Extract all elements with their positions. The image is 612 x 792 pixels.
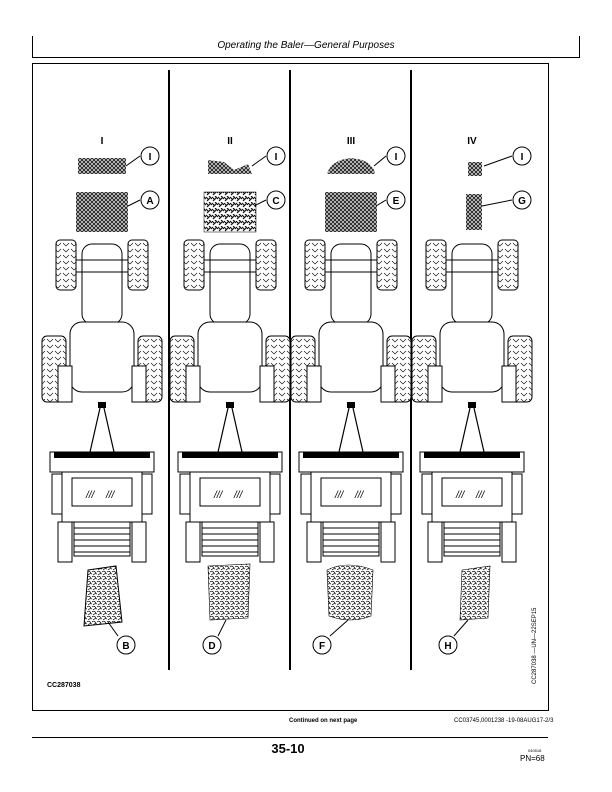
callout-i-col2: I [251,146,286,167]
column-label-iii: III [347,136,356,147]
callout-i-col3: I [373,146,406,167]
callout-h: H [438,619,469,655]
figure-frame [32,63,549,711]
callout-e: E [375,190,406,210]
svg-text:E: E [393,196,400,207]
small-code: 040518 [528,748,542,753]
svg-text:F: F [319,641,325,652]
svg-text:B: B [122,641,129,652]
callout-i-col4: I [483,146,532,167]
column-label-ii: II [227,136,233,147]
baler-operation-figure: /// /// [41,70,533,670]
callout-a: A [127,190,160,210]
figure-side-id: CC287038 —UN—22SEP15 [532,607,538,684]
page-number: 35-10 [271,741,305,756]
pn-number: PN=68 [520,754,545,763]
callout-d: D [202,619,227,655]
svg-text:I: I [149,152,152,163]
svg-text:D: D [208,641,215,652]
svg-text:I: I [275,152,278,163]
svg-text:C: C [272,196,279,207]
svg-text:I: I [521,152,524,163]
callout-g: G [481,190,532,210]
header-right-rule [579,36,580,58]
callout-i-col1: I [125,146,160,167]
svg-text:H: H [444,641,451,652]
svg-text:I: I [395,152,398,163]
header-rule [32,57,580,58]
callout-c: C [253,190,286,210]
column-label-i: I [101,136,104,147]
header-left-rule [32,36,33,58]
svg-text:G: G [518,196,526,207]
figure-id: CC287038 [47,682,81,689]
reference-code: CC03745,0001238 -19-08AUG17-2/3 [454,718,554,724]
page-header-title: Operating the Baler—General Purposes [217,40,395,51]
svg-text:A: A [146,196,153,207]
continued-note: Continued on next page [289,718,358,724]
footer-rule [32,737,548,738]
callout-b: B [107,621,136,655]
column-label-iv: IV [467,136,477,147]
callout-f: F [312,619,349,655]
